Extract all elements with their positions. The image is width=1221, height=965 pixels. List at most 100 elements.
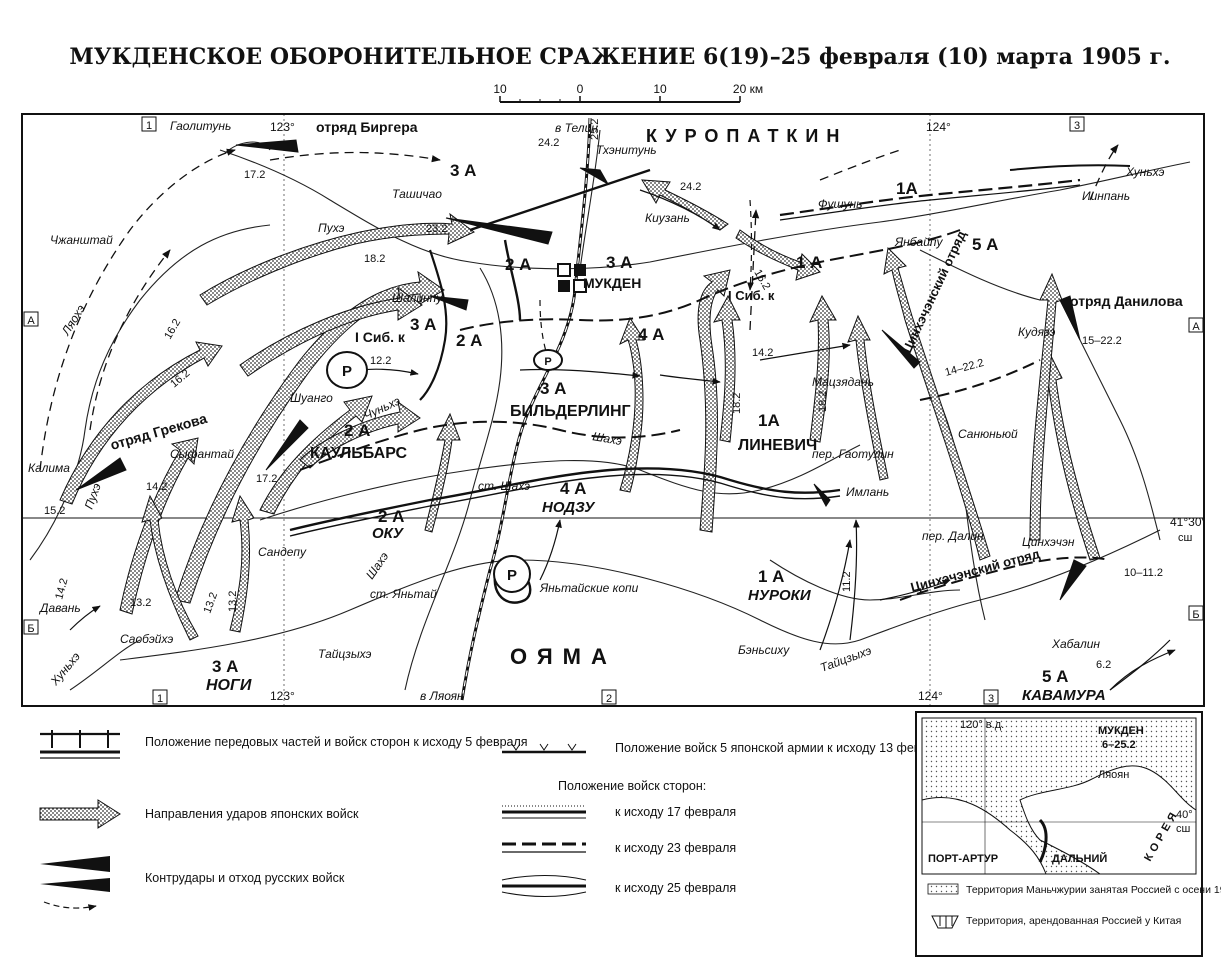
map-label: 2 А <box>378 507 404 526</box>
commander-label: ОКУ <box>372 525 405 542</box>
place-label: Гаолитунь <box>170 119 231 133</box>
map-label: 10–11.2 <box>1124 567 1163 579</box>
map-label: 6.2 <box>1096 659 1111 671</box>
scale-bar: 10 0 10 20 км <box>493 82 763 103</box>
mukden-city <box>557 263 587 293</box>
map-label: 5 А <box>972 235 998 254</box>
place-label: Хабалин <box>1051 637 1100 651</box>
detachment-label: отряд Данилова <box>1070 293 1183 309</box>
map-label: 1А <box>896 179 918 198</box>
map-label: 1 А <box>758 567 784 586</box>
map-label: 2 А <box>344 421 370 440</box>
front-lines <box>289 164 1131 601</box>
map-label: 3 А <box>450 161 476 180</box>
place-label: Чжанштай <box>50 233 113 247</box>
inset-map: 120° в.д. МУКДЕН 6–25.2 Ляоян ПОРТ-АРТУР… <box>915 711 1221 957</box>
inset-legend-label: Территория Маньчжурии занятая Россией с … <box>966 884 1221 896</box>
place-label: Калима <box>28 461 70 475</box>
map-label: 124° <box>926 120 951 134</box>
map-label: 15.2 <box>44 505 65 517</box>
commander-label: ОЯМА <box>510 644 617 669</box>
map-label: 24.2 <box>680 181 701 193</box>
reserves: Р Р Р <box>326 349 563 593</box>
legend-by25: к исходу 25 февраля <box>501 875 736 897</box>
map-label: 15–22.2 <box>1082 335 1122 347</box>
place-label: Тхэнитунь <box>596 143 657 157</box>
place-label: Цинхэчэн <box>1022 535 1075 549</box>
inset-legend-label: Территория, арендованная Россией у Китая <box>966 915 1181 927</box>
map-label: 17.2 <box>244 169 265 181</box>
inset-label: ПОРТ-АРТУР <box>928 853 998 865</box>
scale-tick: 10 <box>653 82 667 96</box>
map-label: 4 А <box>560 479 586 498</box>
commander-label: НУРОКИ <box>748 587 812 604</box>
map-label: 2 А <box>456 331 482 350</box>
place-label: Бэньсиху <box>738 643 790 657</box>
commander-label: НОДЗУ <box>542 499 596 516</box>
map-label: 5 А <box>1042 667 1068 686</box>
legend-by17: к исходу 17 февраля <box>502 805 736 819</box>
map-label: 13.2 <box>227 591 239 612</box>
place-names: Гаолитунь отряд Биргера в Телин Тхэнитун… <box>28 119 1183 704</box>
map-label: 2 А <box>505 255 531 274</box>
legend-label: к исходу 17 февраля <box>615 805 736 819</box>
city-label: МУКДЕН <box>583 275 641 291</box>
legend: Положение передовых частей и войск сторо… <box>39 730 948 911</box>
place-label: Шалинпу <box>392 291 443 305</box>
place-label: Ташичао <box>392 187 442 201</box>
map-label: 3 А <box>410 315 436 334</box>
map-label: 3 А <box>212 657 238 676</box>
corps-label: I Сиб. к <box>728 288 775 303</box>
map-label: 1 А <box>796 253 822 272</box>
scale-tick: 0 <box>577 82 584 96</box>
reserve-label: Р <box>507 567 517 584</box>
place-label: Фушунь <box>818 197 862 211</box>
date-labels: 24.2 25.2 17.2 23.2 24.2 18.2 16.2 16.2 … <box>44 119 1163 671</box>
river-label: Пухэ <box>318 221 345 235</box>
map-label: 124° <box>918 689 943 703</box>
commander-label: КУРОПАТКИН <box>646 126 847 146</box>
legend-header: Положение войск сторон: <box>558 779 706 793</box>
legend-counter: Контрудары и отход русских войск <box>40 856 345 911</box>
map-label: 16.2 <box>162 317 183 342</box>
inset-label: МУКДЕН <box>1098 725 1144 737</box>
commander-label: НОГИ <box>206 677 252 694</box>
legend-army5: Положение войск 5 японской армии к исход… <box>502 741 948 755</box>
map-label: 13.2 <box>202 591 221 615</box>
map-label: Б <box>27 623 34 635</box>
inset-label: Ляоян <box>1098 769 1129 781</box>
reserve-label: Р <box>544 356 551 368</box>
inset-label: 120° в.д. <box>960 719 1004 731</box>
place-label: Саобэйхэ <box>120 632 173 646</box>
inset-label: 6–25.2 <box>1102 739 1136 751</box>
map-label: Б <box>1192 609 1199 621</box>
commander-label: КАУЛЬБАРС <box>310 445 408 462</box>
legend-front5: Положение передовых частей и войск сторо… <box>40 730 528 759</box>
place-label: Яньтайские копи <box>539 581 639 595</box>
place-label: Кудязэ <box>1018 325 1056 339</box>
legend-label: Направления ударов японских войск <box>145 807 359 821</box>
commander-label: БИЛЬДЕРЛИНГ <box>510 403 631 420</box>
legend-label: к исходу 25 февраля <box>615 881 736 895</box>
map-label: 3 А <box>606 253 632 272</box>
river-label: Шахэ <box>363 549 391 581</box>
map-label: 25.2 <box>589 119 601 140</box>
japanese-strikes <box>59 179 1101 641</box>
map-label: 123° <box>270 689 295 703</box>
inset-label: ДАЛЬНИЙ <box>1052 852 1107 865</box>
place-label: Давань <box>38 601 81 615</box>
map-label: 13.2 <box>130 597 151 609</box>
place-label: пер. Далин <box>922 529 984 543</box>
map-label: 1 <box>146 120 152 132</box>
map-label: 14.2 <box>752 347 773 359</box>
map-label: 3 <box>1074 120 1080 132</box>
commander-label: КАВАМУРА <box>1022 687 1106 704</box>
corps-label: I Сиб. к <box>355 329 406 345</box>
map-label: 123° <box>270 120 295 134</box>
river-label: Тайцзыхэ <box>318 647 372 661</box>
russian-counterattacks <box>75 139 1087 601</box>
legend-label: Положение передовых частей и войск сторо… <box>145 735 528 749</box>
map-label: 24.2 <box>538 137 559 149</box>
place-label: ст. Шахэ <box>478 479 530 493</box>
